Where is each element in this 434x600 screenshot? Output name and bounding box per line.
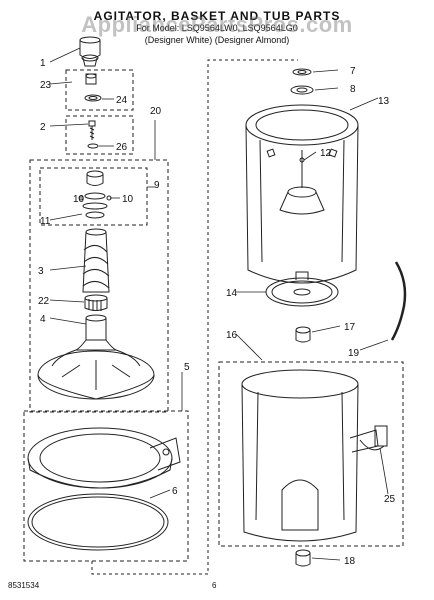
group-box-16: [218, 361, 404, 547]
callout-26: 26: [116, 142, 128, 153]
callout-20: 20: [150, 106, 162, 117]
callout-7: 7: [350, 66, 356, 77]
callout-2: 2: [40, 122, 46, 133]
callout-22: 22: [38, 296, 50, 307]
page-number: 6: [212, 581, 217, 590]
group-box-9: [39, 167, 148, 226]
callout-10: 10: [122, 194, 134, 205]
tub-drain-fitting: [295, 549, 311, 567]
group-box-20: [29, 159, 169, 413]
callout-14: 14: [226, 288, 238, 299]
group-box-23: [65, 69, 134, 111]
callout-24: 24: [116, 95, 128, 106]
overflow-hose: [390, 261, 407, 341]
directional-ratchet: [84, 294, 108, 311]
callout-17: 17: [344, 322, 356, 333]
group-box-5: [23, 410, 189, 562]
bolt-and-washer: [87, 120, 99, 149]
hub-nut: [295, 326, 311, 343]
wash-basket: [245, 104, 359, 284]
callout-10: 10: [73, 194, 85, 205]
tub-ring-gasket: [27, 493, 169, 551]
callout-18: 18: [344, 556, 356, 567]
watermark: AppliancePartsPros.com: [81, 12, 353, 37]
diagram-code: 8531534: [8, 581, 40, 590]
basket-drive-seal: [290, 85, 314, 95]
callout-5: 5: [184, 362, 190, 373]
callout-6: 6: [172, 486, 178, 497]
agitator-cap: [79, 36, 101, 67]
leader-lines: [49, 47, 389, 561]
callout-25: 25: [384, 494, 396, 505]
callout-8: 8: [350, 84, 356, 95]
color-variant-line: (Designer White) (Designer Almond): [144, 35, 290, 45]
callout-3: 3: [38, 266, 44, 277]
callout-12: 12: [320, 148, 332, 159]
diagram-title: AGITATOR, BASKET AND TUB PARTS: [93, 9, 341, 23]
callout-19: 19: [348, 348, 360, 359]
callout-16: 16: [226, 330, 238, 341]
group-box-2: [65, 115, 134, 155]
callout-4: 4: [40, 314, 46, 325]
callout-1: 1: [40, 58, 46, 69]
basket-hub-gear: [265, 271, 339, 307]
agitator-base: [37, 314, 155, 400]
tub-hose: [359, 425, 388, 451]
model-line: For Model: LSQ9564LW0, LSQ9564LG0: [136, 23, 298, 33]
agitator-dogs-assembly: [78, 170, 112, 219]
outer-tub: [241, 369, 379, 542]
cam-and-seal: [84, 73, 102, 102]
callout-9: 9: [154, 180, 160, 191]
callout-23: 23: [40, 80, 52, 91]
tub-ring: [27, 427, 181, 489]
assembly-connector: [91, 59, 298, 575]
callout-13: 13: [378, 96, 390, 107]
agitator-auger: [82, 228, 110, 293]
spanner-nut: [292, 68, 312, 76]
callout-11: 11: [40, 216, 51, 227]
